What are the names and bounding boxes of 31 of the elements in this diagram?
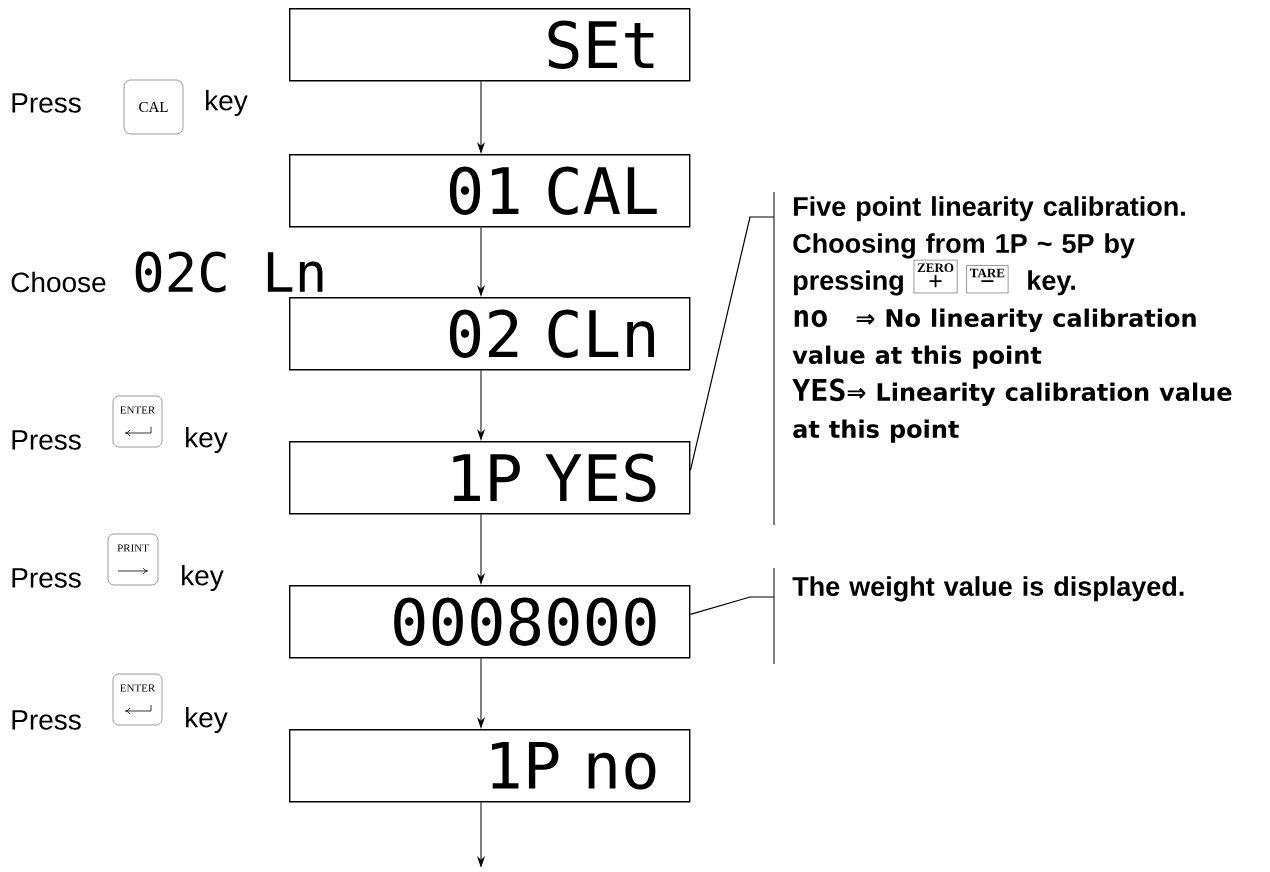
- step-text: Press: [12, 93, 81, 113]
- leader-line: [689, 596, 775, 615]
- keyboard-key: TARE −: [966, 265, 1009, 294]
- callout-text: The weight value is displayed.: [792, 576, 1184, 602]
- arrow: [477, 657, 485, 728]
- keyboard-key: PRINT: [107, 533, 159, 586]
- display-box: 01 CAL: [289, 154, 691, 228]
- keyboard-key: ZERO +: [913, 259, 958, 294]
- step-text: key: [186, 426, 228, 454]
- display-box: 0008000: [289, 585, 691, 659]
- step-text: Choose: [11, 271, 106, 293]
- leader-line: [689, 216, 775, 471]
- arrow: [477, 226, 485, 296]
- keyboard-key: CAL: [123, 79, 184, 135]
- arrow: [477, 801, 485, 867]
- display-box: SEt: [289, 8, 691, 82]
- keyboard-key: ENTER: [112, 395, 163, 448]
- display-box: 1P no: [289, 729, 691, 803]
- display-box: 02 CLn: [289, 297, 691, 371]
- display-text: 02C Ln: [135, 251, 323, 293]
- step-text: key: [186, 706, 228, 734]
- keyboard-key: ENTER: [112, 673, 163, 726]
- step-text: key: [182, 564, 224, 592]
- display-box: 1P YES: [289, 441, 691, 515]
- arrow: [477, 513, 485, 584]
- step-text: Press: [12, 710, 81, 730]
- step-text: Press: [12, 430, 81, 450]
- arrow: [477, 369, 485, 440]
- arrow: [477, 80, 485, 153]
- step-text: Press: [12, 568, 81, 588]
- step-text: key: [206, 89, 248, 117]
